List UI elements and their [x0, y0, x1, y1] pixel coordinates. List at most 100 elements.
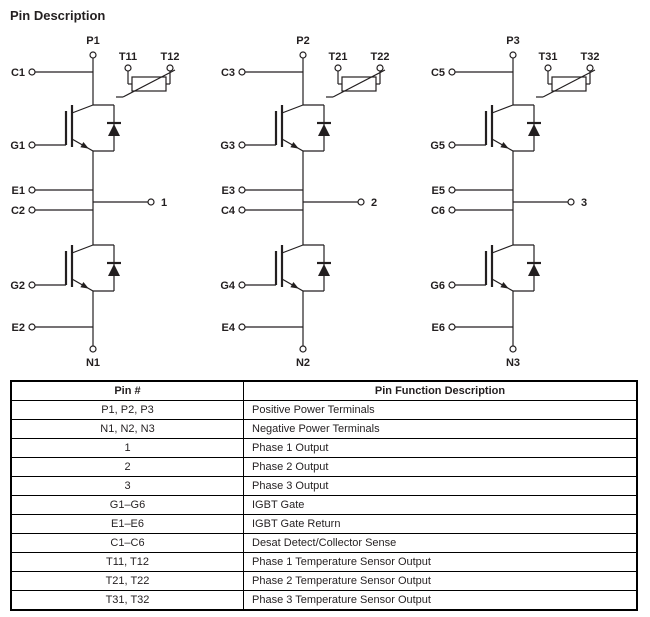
circuit-diagrams: P1 T11 T12 C1 G1 E1 1 C2 G2 E2 N1 [10, 27, 640, 372]
temp-label-1: T31 [539, 51, 558, 63]
n-label: N2 [296, 357, 310, 369]
description-cell: Phase 2 Temperature Sensor Output [243, 571, 638, 591]
igbt-bottom-symbol [64, 244, 94, 292]
phase-2-circuit: P2 T21 T22 C3 G3 E3 2 C4 G4 E4 N2 [220, 35, 390, 369]
p-terminal [299, 51, 307, 59]
thermistor-symbol [326, 69, 386, 98]
p-terminal [89, 51, 97, 59]
e-bottom-terminal [28, 323, 36, 331]
c-top-terminal [238, 68, 246, 76]
n-terminal [509, 345, 517, 353]
g-top-label: G3 [220, 140, 235, 152]
e-top-terminal [28, 186, 36, 194]
table-row: T21, T22 Phase 2 Temperature Sensor Outp… [10, 571, 638, 591]
table-row: 2 Phase 2 Output [10, 457, 638, 477]
pin-cell: T31, T32 [10, 590, 244, 611]
table-row: T11, T12 Phase 1 Temperature Sensor Outp… [10, 552, 638, 572]
table-row: N1, N2, N3 Negative Power Terminals [10, 419, 638, 439]
pin-cell: E1–E6 [10, 514, 244, 534]
n-label: N1 [86, 357, 100, 369]
igbt-top-symbol [484, 104, 514, 152]
c-top-label: C5 [431, 67, 445, 79]
output-terminal [567, 198, 575, 206]
c-top-label: C1 [11, 67, 25, 79]
diode-bottom-symbol [93, 244, 121, 292]
circuit-wires [455, 58, 568, 346]
g-bottom-terminal [238, 281, 246, 289]
description-column-header: Pin Function Description [243, 380, 638, 401]
e-bottom-label: E4 [222, 322, 236, 334]
e-top-terminal [238, 186, 246, 194]
igbt-bottom-symbol [484, 244, 514, 292]
description-cell: Phase 2 Output [243, 457, 638, 477]
phase-3-circuit: P3 T31 T32 C5 G5 E5 3 C6 G6 E6 N3 [430, 35, 600, 369]
description-cell: Phase 3 Temperature Sensor Output [243, 590, 638, 611]
e-bottom-terminal [448, 323, 456, 331]
g-top-label: G1 [10, 140, 25, 152]
description-cell: Negative Power Terminals [243, 419, 638, 439]
temp-terminal-1 [334, 64, 342, 72]
g-bottom-terminal [448, 281, 456, 289]
pin-cell: 3 [10, 476, 244, 496]
c-bottom-label: C2 [11, 205, 25, 217]
diode-bottom-symbol [513, 244, 541, 292]
circuit-wires [35, 58, 148, 346]
temp-label-1: T21 [329, 51, 348, 63]
table-row: G1–G6 IGBT Gate [10, 495, 638, 515]
pin-cell: N1, N2, N3 [10, 419, 244, 439]
c-bottom-terminal [28, 206, 36, 214]
g-bottom-terminal [28, 281, 36, 289]
c-bottom-label: C4 [221, 205, 236, 217]
description-cell: Phase 1 Output [243, 438, 638, 458]
igbt-top-symbol [274, 104, 304, 152]
pin-cell: P1, P2, P3 [10, 400, 244, 420]
g-top-terminal [448, 141, 456, 149]
thermistor-symbol [116, 69, 176, 98]
diode-top-symbol [93, 104, 121, 152]
pin-column-header: Pin # [10, 380, 244, 401]
pin-cell: 1 [10, 438, 244, 458]
c-top-terminal [28, 68, 36, 76]
e-bottom-label: E6 [432, 322, 445, 334]
circuit-wires [245, 58, 358, 346]
e-bottom-terminal [238, 323, 246, 331]
igbt-top-symbol [64, 104, 94, 152]
description-cell: Phase 1 Temperature Sensor Output [243, 552, 638, 572]
description-cell: Desat Detect/Collector Sense [243, 533, 638, 553]
temp-terminal-2 [376, 64, 384, 72]
table-row: P1, P2, P3 Positive Power Terminals [10, 400, 638, 420]
pin-cell: T21, T22 [10, 571, 244, 591]
p-label: P3 [506, 35, 519, 47]
pin-cell: C1–C6 [10, 533, 244, 553]
g-top-terminal [28, 141, 36, 149]
description-cell: Positive Power Terminals [243, 400, 638, 420]
g-bottom-label: G4 [220, 280, 236, 292]
temp-terminal-1 [124, 64, 132, 72]
temp-label-2: T22 [371, 51, 390, 63]
table-row: 1 Phase 1 Output [10, 438, 638, 458]
table-header-row: Pin # Pin Function Description [10, 380, 638, 401]
g-top-terminal [238, 141, 246, 149]
pin-cell: T11, T12 [10, 552, 244, 572]
output-label: 3 [581, 197, 587, 209]
table-row: E1–E6 IGBT Gate Return [10, 514, 638, 534]
n-terminal [299, 345, 307, 353]
p-label: P1 [86, 35, 99, 47]
g-bottom-label: G6 [430, 280, 445, 292]
g-bottom-label: G2 [10, 280, 25, 292]
pin-function-table: Pin # Pin Function Description P1, P2, P… [10, 380, 638, 611]
temp-label-2: T32 [581, 51, 600, 63]
page-title: Pin Description [10, 8, 106, 23]
diode-top-symbol [513, 104, 541, 152]
pin-cell: 2 [10, 457, 244, 477]
temp-label-1: T11 [119, 51, 137, 63]
p-label: P2 [296, 35, 309, 47]
e-top-label: E3 [222, 185, 235, 197]
description-cell: Phase 3 Output [243, 476, 638, 496]
e-top-label: E5 [432, 185, 445, 197]
temp-terminal-2 [166, 64, 174, 72]
output-terminal [357, 198, 365, 206]
c-top-label: C3 [221, 67, 235, 79]
c-bottom-terminal [238, 206, 246, 214]
